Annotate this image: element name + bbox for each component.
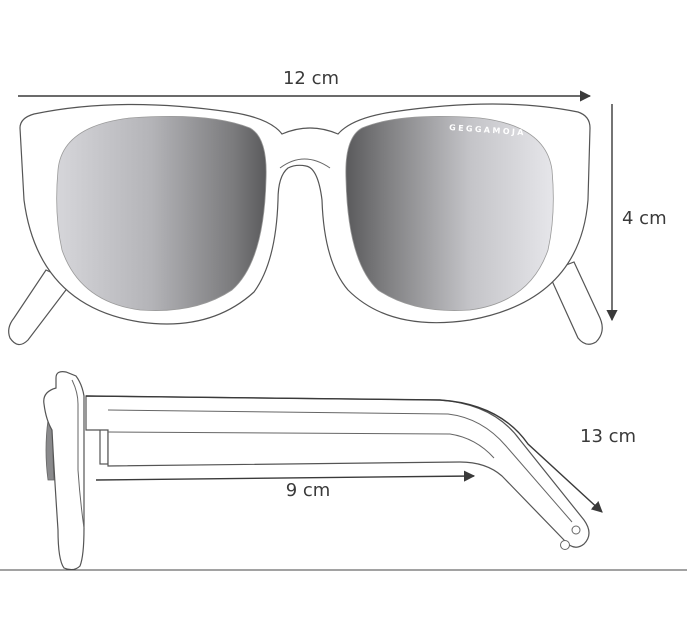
width-label: 12 cm xyxy=(283,68,339,89)
temple-tip-rivet-1 xyxy=(560,540,570,550)
temple-arm xyxy=(85,395,590,548)
side-view xyxy=(43,371,590,571)
front-view: GEGGAMOJA xyxy=(8,103,603,346)
left-temple-tip xyxy=(8,269,73,346)
temple-inner-label: 9 cm xyxy=(286,480,331,501)
left-lens xyxy=(56,115,267,311)
height-dimension: 4 cm xyxy=(606,104,667,322)
side-frame-front xyxy=(43,371,85,571)
right-lens xyxy=(345,115,554,311)
side-frame-inner xyxy=(71,379,85,529)
temple-length-arrow xyxy=(85,395,603,513)
bridge xyxy=(279,158,331,169)
temple-inner-dimension: 9 cm xyxy=(95,470,476,501)
hinge xyxy=(99,427,109,465)
temple-mid-line xyxy=(107,431,495,459)
temple-length-dimension: 13 cm xyxy=(85,395,636,513)
temple-inner-arrow xyxy=(95,470,476,482)
width-dimension: 12 cm xyxy=(18,68,592,102)
temple-length-label: 13 cm xyxy=(580,426,636,447)
temple-top-line xyxy=(107,409,573,523)
right-temple-tip xyxy=(547,261,603,345)
height-label: 4 cm xyxy=(622,208,667,229)
temple-tip-rivet-2 xyxy=(571,525,581,535)
